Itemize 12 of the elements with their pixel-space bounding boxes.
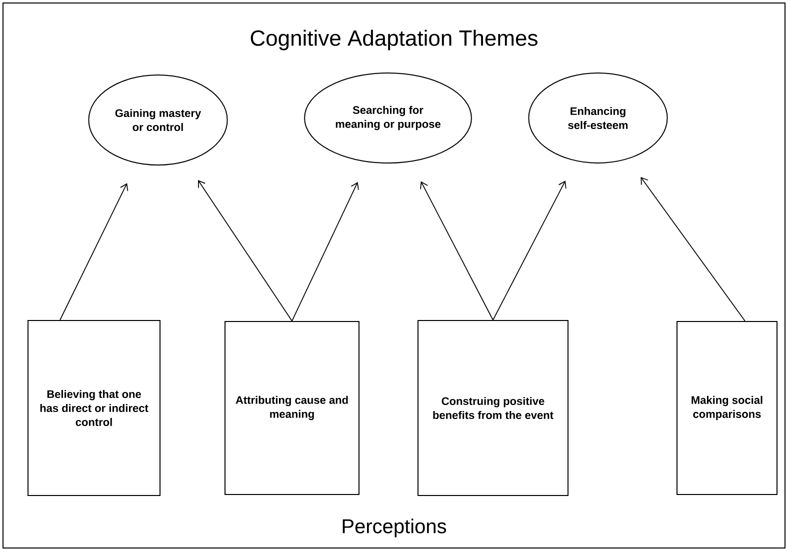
arrow [492,180,566,320]
perception-box: Believing that one has direct or indirect control [28,320,160,496]
arrow [640,176,746,322]
arrow [420,181,494,320]
section-heading: Perceptions [342,518,446,538]
arrow [198,180,292,322]
perception-box: Attributing cause and meaning [224,321,360,495]
arrow [292,182,359,322]
perception-box: Construing positive benefits from the event [418,320,568,496]
title: Cognitive Adaptation Themes [250,30,538,50]
perception-box: Making social comparisons [676,321,778,495]
arrow [60,183,128,320]
